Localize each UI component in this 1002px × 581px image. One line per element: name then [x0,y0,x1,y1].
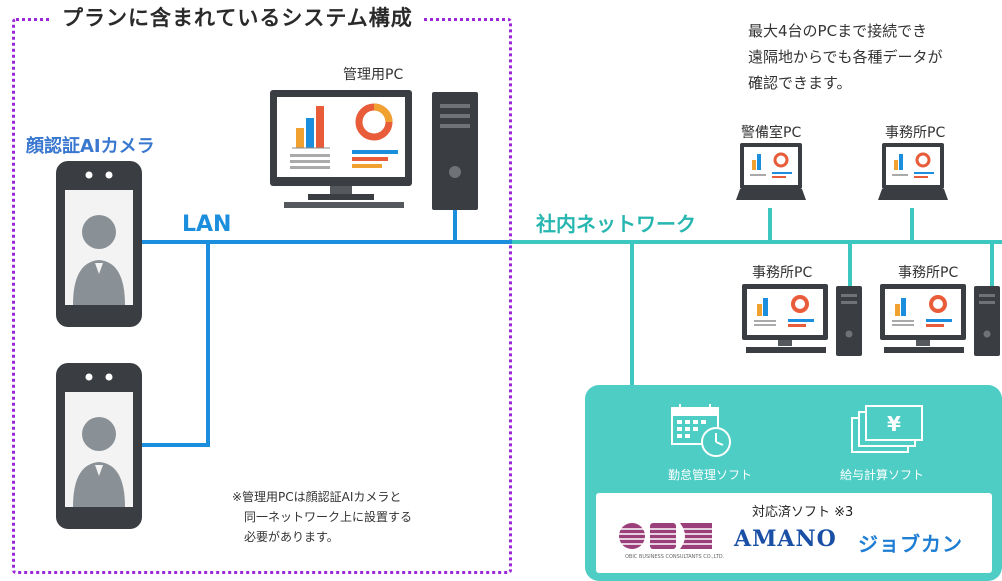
camera-2-icon [56,363,142,529]
jobcan-logo: ジョブカン [858,532,963,556]
info-text: 最大4台のPCまで接続でき 遠隔地からでも各種データが 確認できます。 [748,22,943,92]
network-label: 社内ネットワーク [536,212,696,236]
placement-note: ※管理用PCは顔認証AIカメラと 同一ネットワーク上に設置する 必要があります。 [232,490,413,544]
obc-sub-text: OBIC BUSINESS CONSULTANTS CO.,LTD. [625,554,725,560]
camera-1-icon [56,161,142,327]
payroll-yen-icon: ¥ [851,405,923,453]
office-pc-2-icon [742,284,862,356]
office-pc-1-icon [878,143,948,200]
calendar-clock-icon [671,404,731,457]
security-pc-label: 警備室PC [741,125,802,141]
management-pc-label: 管理用PC [343,67,404,83]
payroll-software-label: 給与計算ソフト [840,468,925,482]
camera-label: 顔認証AIカメラ [26,136,155,157]
security-pc-icon [736,143,806,200]
obc-logo [618,523,714,549]
office-pc-1-label: 事務所PC [885,125,946,141]
amano-logo: AMANO [734,526,837,552]
management-pc-icon [270,90,478,210]
office-pc-3-label: 事務所PC [898,265,959,281]
office-pc-2-label: 事務所PC [752,265,813,281]
supported-software-label: 対応済ソフト ※3 [752,505,854,520]
attendance-software-label: 勤怠管理ソフト [668,468,753,482]
plan-title: プランに含まれているシステム構成 [52,2,423,32]
lan-label: LAN [182,212,232,237]
svg-text:¥: ¥ [887,412,901,436]
office-pc-3-icon [880,284,1000,356]
